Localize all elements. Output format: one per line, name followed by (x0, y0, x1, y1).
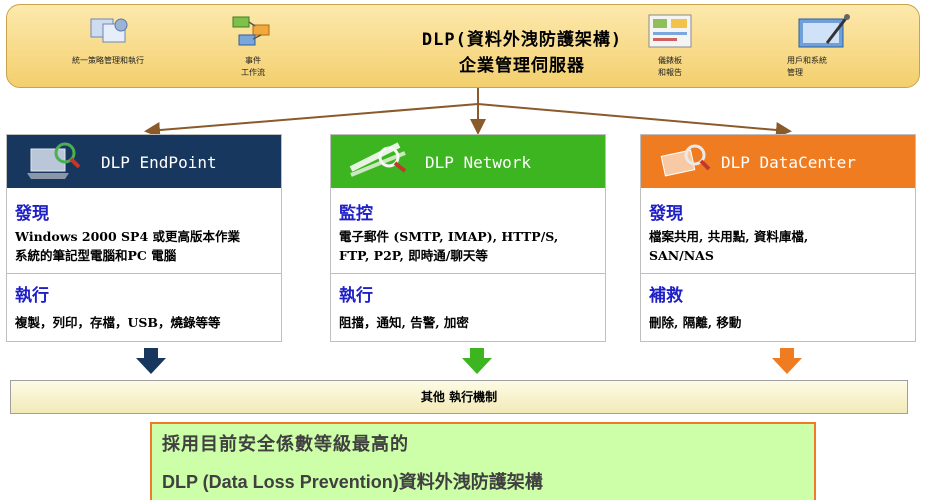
network-header-title: DLP Network (425, 153, 531, 172)
other-enforcement-bar: 其他 執行機制 (10, 380, 908, 414)
server-title: DLP(資料外洩防護架構) 企業管理伺服器 (377, 27, 667, 79)
endpoint-section2-text: 複製，列印，存檔，USB，燒錄等等 (15, 315, 221, 330)
endpoint-header-title: DLP EndPoint (101, 153, 217, 172)
laptop-magnifier-icon (25, 139, 85, 187)
network-header: DLP Network (331, 135, 605, 188)
highlight-line1: 採用目前安全係數等級最高的 (162, 434, 409, 455)
datacenter-magnifier-icon (659, 139, 719, 187)
dlp-management-server: 統一策略管理和執行 事件 工作流 DLP(資料外洩防護架構) 企業管理伺服器 儀… (6, 4, 920, 88)
workflow-icon (225, 13, 275, 53)
network-section2-text: 阻擋，通知, 告警, 加密 (339, 315, 469, 330)
feature-label-policy: 統一策略管理和執行 (72, 56, 144, 65)
datacenter-section1-title: 發現 (649, 204, 683, 224)
datacenter-header: DLP DataCenter (641, 135, 915, 188)
endpoint-divider (7, 273, 281, 274)
network-section1-text: 電子郵件 (SMTP, IMAP), HTTP/S, FTP, P2P, 即時通… (339, 229, 559, 263)
column-endpoint: DLP EndPoint 發現 Windows 2000 SP4 或更高版本作業… (6, 134, 282, 342)
endpoint-section1-title: 發現 (15, 204, 49, 224)
network-section2-title: 執行 (339, 286, 373, 306)
network-magnifier-icon (349, 139, 419, 187)
datacenter-section2-text: 刪除, 隔離, 移動 (649, 315, 742, 330)
datacenter-down-arrow-icon (772, 348, 802, 378)
endpoint-section1-text: Windows 2000 SP4 或更高版本作業 系統的筆記型電腦和PC 電腦 (15, 229, 241, 263)
highlight-box: 採用目前安全係數等級最高的 DLP (Data Loss Prevention)… (150, 422, 816, 500)
highlight-line2: DLP (Data Loss Prevention)資料外洩防護架構 (162, 472, 543, 492)
network-section1-title: 監控 (339, 204, 373, 224)
policy-icon (87, 15, 131, 49)
column-network: DLP Network 監控 電子郵件 (SMTP, IMAP), HTTP/S… (330, 134, 606, 342)
user-admin-icon (797, 13, 851, 53)
feature-label-workflow: 事件 工作流 (241, 56, 265, 77)
datacenter-header-title: DLP DataCenter (721, 153, 856, 172)
datacenter-section1-text: 檔案共用, 共用點, 資料庫檔, SAN/NAS (649, 229, 809, 263)
network-divider (331, 273, 605, 274)
endpoint-down-arrow-icon (136, 348, 166, 378)
endpoint-section2-title: 執行 (15, 286, 49, 306)
column-datacenter: DLP DataCenter 發現 檔案共用, 共用點, 資料庫檔, SAN/N… (640, 134, 916, 342)
network-down-arrow-icon (462, 348, 492, 378)
feature-label-user-admin: 用戶和系統 管理 (787, 56, 827, 77)
server-title-line1: DLP(資料外洩防護架構) (421, 30, 623, 50)
server-to-columns-connectors (144, 88, 792, 138)
dashboard-icon (647, 13, 693, 53)
endpoint-header: DLP EndPoint (7, 135, 281, 188)
datacenter-section2-title: 補救 (649, 286, 683, 306)
datacenter-divider (641, 273, 915, 274)
feature-label-dashboard: 儀錶板 和報告 (658, 56, 682, 77)
server-title-line2: 企業管理伺服器 (459, 56, 585, 76)
